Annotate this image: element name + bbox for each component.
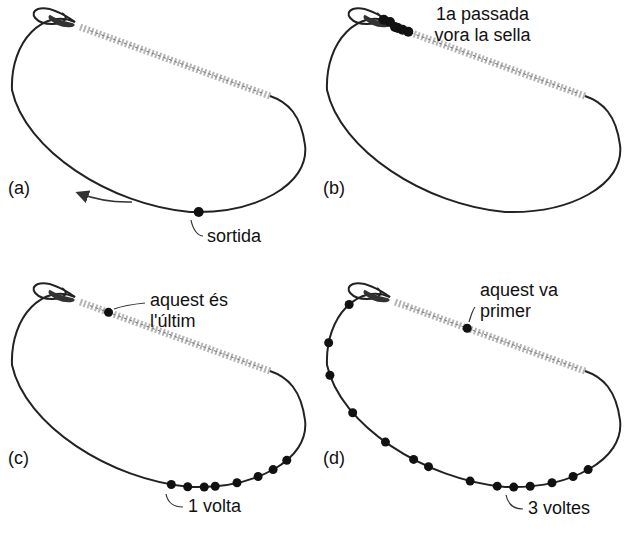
annotation-label: sortida xyxy=(207,226,261,247)
particle-dot xyxy=(232,478,241,487)
panel-letter: (d) xyxy=(323,448,345,469)
particle-dot xyxy=(200,482,209,491)
orbit-c xyxy=(12,283,305,487)
particle-dot xyxy=(183,482,192,491)
annotation-label: aquest va primer xyxy=(480,280,580,322)
measure-path xyxy=(12,19,305,212)
leader-line xyxy=(114,303,145,309)
orbit-d xyxy=(327,283,620,487)
particle-dot xyxy=(345,300,354,309)
particle-dot xyxy=(325,371,334,380)
leader-line xyxy=(166,494,183,507)
particle-dot xyxy=(194,207,204,217)
particle-dot xyxy=(409,455,418,464)
particle-dot xyxy=(424,462,433,471)
particle-dot xyxy=(584,465,593,474)
particle-dot xyxy=(269,465,278,474)
leader-line xyxy=(506,495,523,509)
particle-dot xyxy=(324,338,333,347)
panel-letter: (c) xyxy=(8,448,29,469)
particle-dot xyxy=(569,472,578,481)
particle-dot xyxy=(104,308,113,317)
particle-dot xyxy=(390,22,400,32)
particle-dot xyxy=(282,456,291,465)
particle-dot xyxy=(547,478,556,487)
direction-arrow xyxy=(78,193,132,202)
leader-line xyxy=(191,220,203,236)
leader-line xyxy=(469,307,475,322)
particle-dot xyxy=(379,15,389,25)
particle-dot xyxy=(493,482,502,491)
particle-dot xyxy=(167,480,176,489)
annotation-label: aquest és l'últim xyxy=(150,290,250,332)
particle-dot xyxy=(463,324,472,333)
particle-dot xyxy=(466,477,475,486)
particle-dot xyxy=(381,438,390,447)
annotation-label: 3 voltes xyxy=(528,498,590,519)
particle-dot xyxy=(211,482,220,491)
particle-dot xyxy=(509,483,518,492)
particle-dot xyxy=(348,408,357,417)
annotation-label: 1 volta xyxy=(188,496,241,517)
panel-letter: (b) xyxy=(323,178,345,199)
particle-dot xyxy=(254,472,263,481)
panel-letter: (a) xyxy=(8,178,30,199)
annotation-label: 1a passada vora la sella xyxy=(420,4,545,46)
orbit-a xyxy=(12,8,305,212)
particle-dot xyxy=(526,482,535,491)
